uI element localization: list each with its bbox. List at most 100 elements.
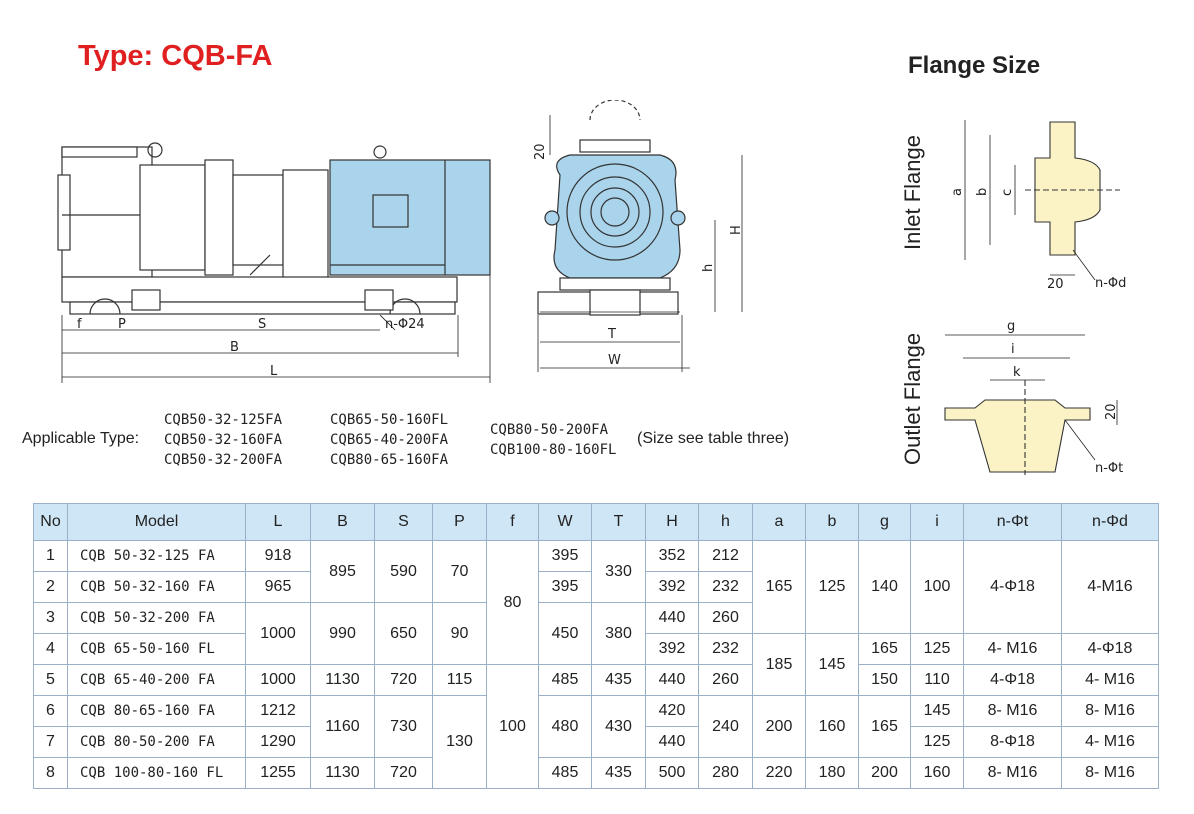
cell-B: 1160 <box>310 695 375 758</box>
cell-no: 8 <box>33 757 68 789</box>
cell-no: 5 <box>33 664 68 696</box>
dim-f: f <box>77 317 82 332</box>
applicable-item: CQB80-50-200FA <box>490 422 609 438</box>
applicable-types: Applicable Type: CQB50-32-125FA CQB50-32… <box>22 410 862 476</box>
cell-b: 125 <box>805 540 859 634</box>
cell-H: 440 <box>645 664 699 696</box>
cell-H: 500 <box>645 757 699 789</box>
cell-T: 430 <box>591 695 646 758</box>
cell-g: 165 <box>858 633 911 665</box>
applicable-item: CQB65-40-200FA <box>330 432 449 448</box>
cell-B: 990 <box>310 602 375 665</box>
cell-S: 720 <box>374 757 433 789</box>
table-row: 1 CQB 50-32-125 FA 918 895 590 70 80 395… <box>33 540 1159 665</box>
applicable-col-3: CQB80-50-200FA CQB100-80-160FL <box>490 420 616 460</box>
cell-B: 1130 <box>310 664 375 696</box>
dim-T: T <box>607 327 616 342</box>
spec-table: No Model L B S P f W T H h a b g i n-Φt … <box>33 503 1159 789</box>
cell-W: 485 <box>538 664 592 696</box>
cell-f: 100 <box>486 664 539 789</box>
table-row: 7 CQB 80-50-200 FA 1290 440 125 8-Φ18 4-… <box>33 726 1159 758</box>
cell-i: 125 <box>910 726 964 758</box>
cell-S: 720 <box>374 664 433 696</box>
dim-L: L <box>270 364 278 379</box>
cell-B: 1130 <box>310 757 375 789</box>
col-header: Model <box>67 503 246 541</box>
cell-g: 140 <box>858 540 911 634</box>
cell-T: 435 <box>591 757 646 789</box>
cell-model: CQB 50-32-125 FA <box>67 540 246 572</box>
cell-L: 1000 <box>245 664 311 696</box>
dim-a: a <box>950 188 965 196</box>
cell-P: 70 <box>432 540 487 603</box>
flange-drawings: Inlet Flange a b c 20 n-Φd Outlet Flange… <box>900 120 1126 475</box>
cell-L: 1000 <box>245 602 311 665</box>
dim-c: c <box>1000 189 1015 196</box>
col-header: P <box>432 503 487 541</box>
size-note: (Size see table three) <box>637 430 790 447</box>
table-row: 5 CQB 65-40-200 FA 1000 1130 720 115 100… <box>33 664 1159 789</box>
dim-k: k <box>1013 365 1021 380</box>
outlet-flange-label: Outlet Flange <box>900 333 925 465</box>
cell-model: CQB 50-32-160 FA <box>67 571 246 603</box>
cell-a: 165 <box>752 540 806 634</box>
applicable-col-2: CQB65-50-160FL CQB65-40-200FA CQB80-65-1… <box>330 410 448 470</box>
table-row: 6 CQB 80-65-160 FA 1212 1160 730 130 480… <box>33 695 1159 789</box>
cell-no: 2 <box>33 571 68 603</box>
cell-g: 165 <box>858 695 911 758</box>
cell-i: 110 <box>910 664 964 696</box>
dim-i: i <box>1011 342 1015 357</box>
col-header: a <box>752 503 806 541</box>
cell-n-phi-t: 4- M16 <box>963 633 1062 665</box>
cell-i: 100 <box>910 540 964 634</box>
dim-g: g <box>1007 319 1015 334</box>
cell-b: 180 <box>805 757 859 789</box>
dim-20-inlet: 20 <box>1047 277 1064 292</box>
cell-model: CQB 100-80-160 FL <box>67 757 246 789</box>
cell-n-phi-d: 4- M16 <box>1061 726 1159 758</box>
cell-h: 280 <box>698 757 753 789</box>
cell-model: CQB 50-32-200 FA <box>67 602 246 634</box>
inlet-flange-label: Inlet Flange <box>900 135 925 250</box>
table-header-row: No Model L B S P f W T H h a b g i n-Φt … <box>33 503 1159 541</box>
dim-n-phi-t: n-Φt <box>1095 461 1123 475</box>
col-header: n-Φt <box>963 503 1062 541</box>
cell-T: 435 <box>591 664 646 696</box>
col-header: T <box>591 503 646 541</box>
cell-P: 115 <box>432 664 487 696</box>
cell-b: 160 <box>805 695 859 758</box>
cell-W: 480 <box>538 695 592 758</box>
dim-20-outlet: 20 <box>1104 403 1119 420</box>
dim-W: W <box>608 353 621 368</box>
cell-n-phi-t: 4-Φ18 <box>963 664 1062 696</box>
dim-b: b <box>975 188 990 196</box>
col-header: h <box>698 503 753 541</box>
cell-L: 1290 <box>245 726 311 758</box>
applicable-item: CQB100-80-160FL <box>490 442 617 458</box>
cell-n-phi-t: 4-Φ18 <box>963 540 1062 634</box>
col-header: B <box>310 503 375 541</box>
applicable-col-1: CQB50-32-125FA CQB50-32-160FA CQB50-32-2… <box>164 410 282 470</box>
col-header: W <box>538 503 592 541</box>
col-header: f <box>486 503 539 541</box>
col-header: No <box>33 503 68 541</box>
cell-no: 1 <box>33 540 68 572</box>
cell-no: 4 <box>33 633 68 665</box>
cell-n-phi-d: 8- M16 <box>1061 695 1159 727</box>
col-header: b <box>805 503 859 541</box>
cell-H: 440 <box>645 726 699 758</box>
applicable-item: CQB80-65-160FA <box>330 452 449 468</box>
dim-H: H <box>729 225 744 235</box>
cell-h: 260 <box>698 664 753 696</box>
cell-model: CQB 80-50-200 FA <box>67 726 246 758</box>
applicable-item: CQB50-32-200FA <box>164 452 283 468</box>
cell-h: 260 <box>698 602 753 634</box>
cell-a: 220 <box>752 757 806 789</box>
cell-H: 440 <box>645 602 699 634</box>
cell-W: 485 <box>538 757 592 789</box>
page-title: Type: CQB-FA <box>78 40 273 72</box>
cell-n-phi-d: 4-Φ18 <box>1061 633 1159 665</box>
cell-b: 145 <box>805 633 859 696</box>
cell-W: 395 <box>538 540 592 572</box>
dim-P: P <box>118 317 126 332</box>
